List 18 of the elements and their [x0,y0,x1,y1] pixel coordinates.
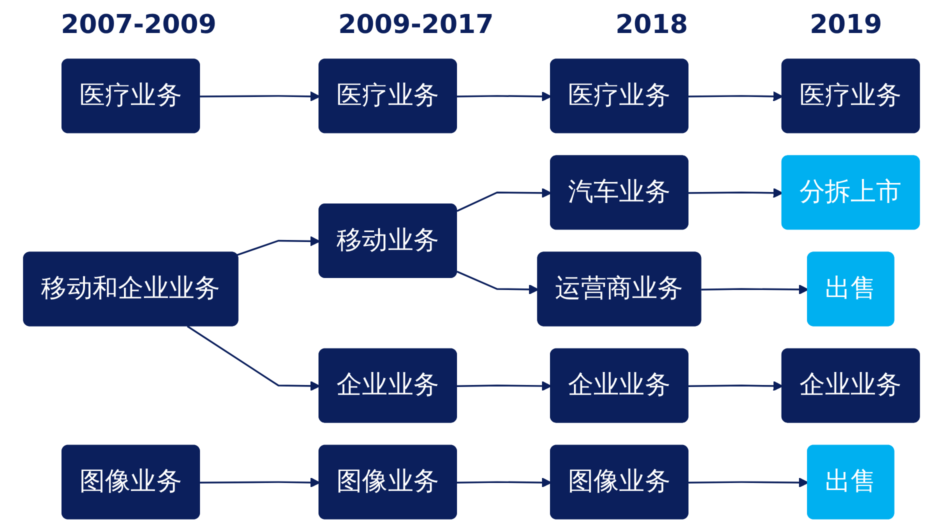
arrow [456,188,552,212]
arrow [236,236,320,256]
arrow [456,91,552,102]
arrow [688,91,784,102]
column-heading: 2019 [810,10,882,40]
column-heading: 2009-2017 [338,10,494,40]
arrow [688,188,784,198]
arrow [456,477,552,488]
arrow [200,91,320,102]
arrow [688,380,784,392]
arrow [186,325,320,392]
column-heading: 2018 [616,10,688,40]
arrow [701,284,809,295]
arrow [688,477,809,488]
arrow [456,270,539,295]
arrow [200,477,320,488]
arrow [456,380,552,392]
column-heading: 2007-2009 [60,10,216,40]
